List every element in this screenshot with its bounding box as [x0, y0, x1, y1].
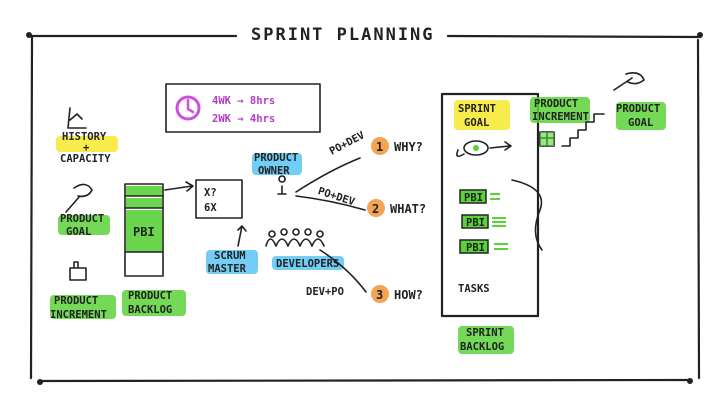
sprint-backlog-word1: SPRINT [466, 327, 504, 339]
up-arrow-icon [237, 225, 247, 247]
dart-icon [65, 183, 93, 213]
question-why: PO+DEV 1 WHY? [328, 129, 423, 158]
board-frame [26, 32, 703, 385]
how-text: HOW? [394, 288, 423, 302]
right-increment-word1: PRODUCT [534, 98, 578, 110]
developers-label: DEVELOPERS [276, 258, 339, 270]
selection-bottom: 6X [204, 202, 217, 214]
history-capacity-group: HISTORY + CAPACITY [56, 107, 118, 165]
dev-po-connector [319, 249, 367, 293]
tasks-label: TASKS [458, 283, 490, 295]
product-goal-word1: PRODUCT [60, 213, 104, 225]
pbi-label: PBI [133, 225, 155, 239]
scrum-master-group: SCRUM MASTER [206, 225, 258, 275]
target-icon [463, 140, 489, 156]
product-increment-word2: INCREMENT [50, 309, 107, 321]
page-title: SPRINT PLANNING [251, 25, 435, 45]
capacity-line-1: 4WK → 8hrs [212, 95, 275, 107]
sprint-pbi-3: PBI [466, 242, 485, 254]
sprint-goal-word1: SPRINT [458, 103, 496, 115]
chart-icon [67, 107, 87, 129]
product-backlog-word1: PRODUCT [128, 290, 172, 302]
why-who: PO+DEV [328, 129, 368, 158]
capacity-line-2: 2WK → 4hrs [212, 113, 275, 125]
capacity-label: CAPACITY [60, 153, 111, 165]
people-group-icon [265, 238, 325, 247]
question-what: PO+DEV 2 WHAT? [316, 185, 426, 217]
capacity-note: 4WK → 8hrs 2WK → 4hrs [165, 83, 321, 133]
selection-top: X? [204, 187, 217, 199]
right-increment-word2: INCREMENT [532, 111, 589, 123]
product-increment-word1: PRODUCT [54, 295, 98, 307]
history-label: HISTORY [62, 131, 107, 143]
sprint-backlog-column: SPRINT GOAL PBI PBI PBI TASKS SPRINT BAC… [440, 92, 543, 354]
product-backlog-word2: BACKLOG [128, 304, 172, 316]
product-goal-group: PRODUCT GOAL [58, 183, 110, 238]
sprint-pbi-1: PBI [464, 192, 483, 204]
right-goal-word2: GOAL [628, 117, 653, 129]
clock-icon [186, 98, 195, 114]
question-how: DEV+PO 3 HOW? [306, 285, 423, 303]
product-backlog-stack: PBI PRODUCT BACKLOG [122, 183, 186, 316]
how-number: 3 [376, 288, 383, 302]
product-owner-word2: OWNER [258, 165, 290, 177]
what-who: PO+DEV [316, 185, 356, 208]
selection-box: X? 6X [195, 179, 243, 219]
right-side-group: PRODUCT INCREMENT PRODUCT GOAL [530, 72, 666, 147]
po-dev-connector [295, 157, 366, 211]
increment-icon [69, 261, 87, 281]
what-number: 2 [372, 202, 379, 216]
person-icon [277, 175, 287, 195]
plus-label: + [83, 142, 89, 154]
how-who: DEV+PO [306, 286, 344, 298]
arrow-icon [164, 181, 194, 192]
dart-right-icon [613, 72, 645, 91]
what-text: WHAT? [390, 202, 426, 216]
why-number: 1 [376, 140, 383, 154]
scrum-master-word2: MASTER [208, 263, 247, 275]
why-text: WHY? [394, 140, 423, 154]
right-goal-word1: PRODUCT [616, 103, 660, 115]
sprint-pbi-2: PBI [466, 217, 485, 229]
product-owner-word1: PRODUCT [254, 152, 298, 164]
stairs-icon [561, 113, 605, 147]
scrum-master-word1: SCRUM [214, 250, 246, 262]
product-goal-word2: GOAL [66, 226, 91, 238]
sprint-backlog-word2: BACKLOG [460, 341, 504, 353]
developers-group: DEVELOPERS [265, 228, 344, 270]
product-increment-left-group: PRODUCT INCREMENT [50, 261, 116, 321]
sprint-goal-word2: GOAL [464, 117, 489, 129]
product-owner-group: PRODUCT OWNER [252, 152, 302, 195]
